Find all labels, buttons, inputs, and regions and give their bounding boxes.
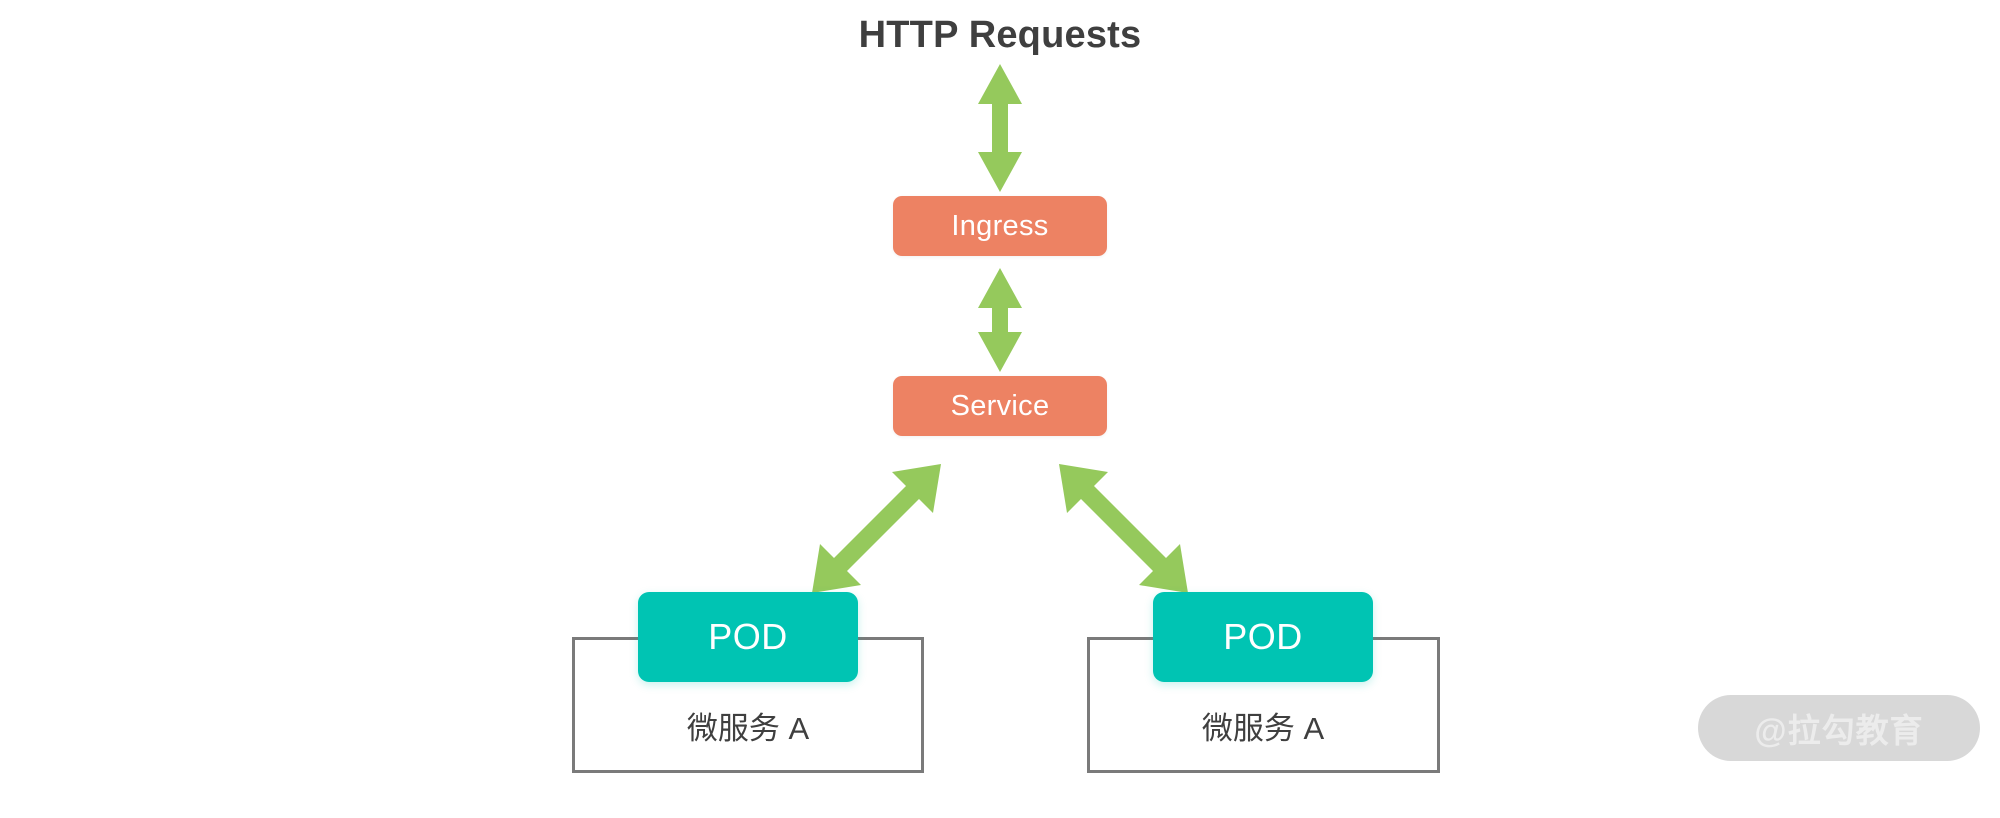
pod-box-left[interactable]: POD (638, 592, 858, 682)
pod-label-right: POD (1223, 616, 1303, 657)
arrow-http-to-ingress (978, 64, 1022, 192)
watermark-badge: @拉勾教育 (1698, 695, 1980, 761)
node-ingress-label: Ingress (951, 209, 1049, 242)
arrow-service-to-pod-right (1059, 464, 1188, 593)
pod-box-right[interactable]: POD (1153, 592, 1373, 682)
page-title: HTTP Requests (858, 14, 1142, 56)
node-service-label: Service (950, 389, 1050, 422)
node-service[interactable]: Service (893, 376, 1107, 436)
arrow-service-to-pod-left (812, 464, 941, 593)
microservice-label-left: 微服务 A (686, 711, 810, 746)
microservice-label-right: 微服务 A (1201, 711, 1325, 746)
node-ingress[interactable]: Ingress (893, 196, 1107, 256)
watermark-text: @拉勾教育 (1754, 712, 1924, 749)
arrow-ingress-to-service (978, 268, 1022, 372)
pod-label-left: POD (708, 616, 788, 657)
